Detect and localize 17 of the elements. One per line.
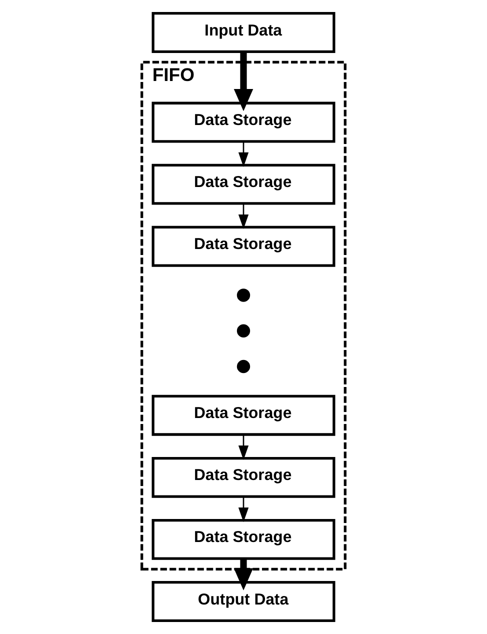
arrow <box>238 496 249 522</box>
node-box: Data Storage <box>152 394 336 436</box>
node-box: Output Data <box>152 581 336 622</box>
node-box: Data Storage <box>152 456 336 498</box>
node-box: Data Storage <box>152 226 336 267</box>
node-box: Data Storage <box>152 164 336 205</box>
arrow <box>234 52 254 112</box>
node-box: Data Storage <box>152 102 336 143</box>
node-circle <box>236 360 250 374</box>
arrow <box>238 204 249 230</box>
arrow <box>238 434 249 460</box>
node-box: Input Data <box>152 12 336 53</box>
node-circle <box>236 288 250 302</box>
arrow <box>238 142 249 167</box>
node-box: Data Storage <box>152 519 336 560</box>
node-circle <box>236 324 250 338</box>
arrow <box>234 558 254 590</box>
